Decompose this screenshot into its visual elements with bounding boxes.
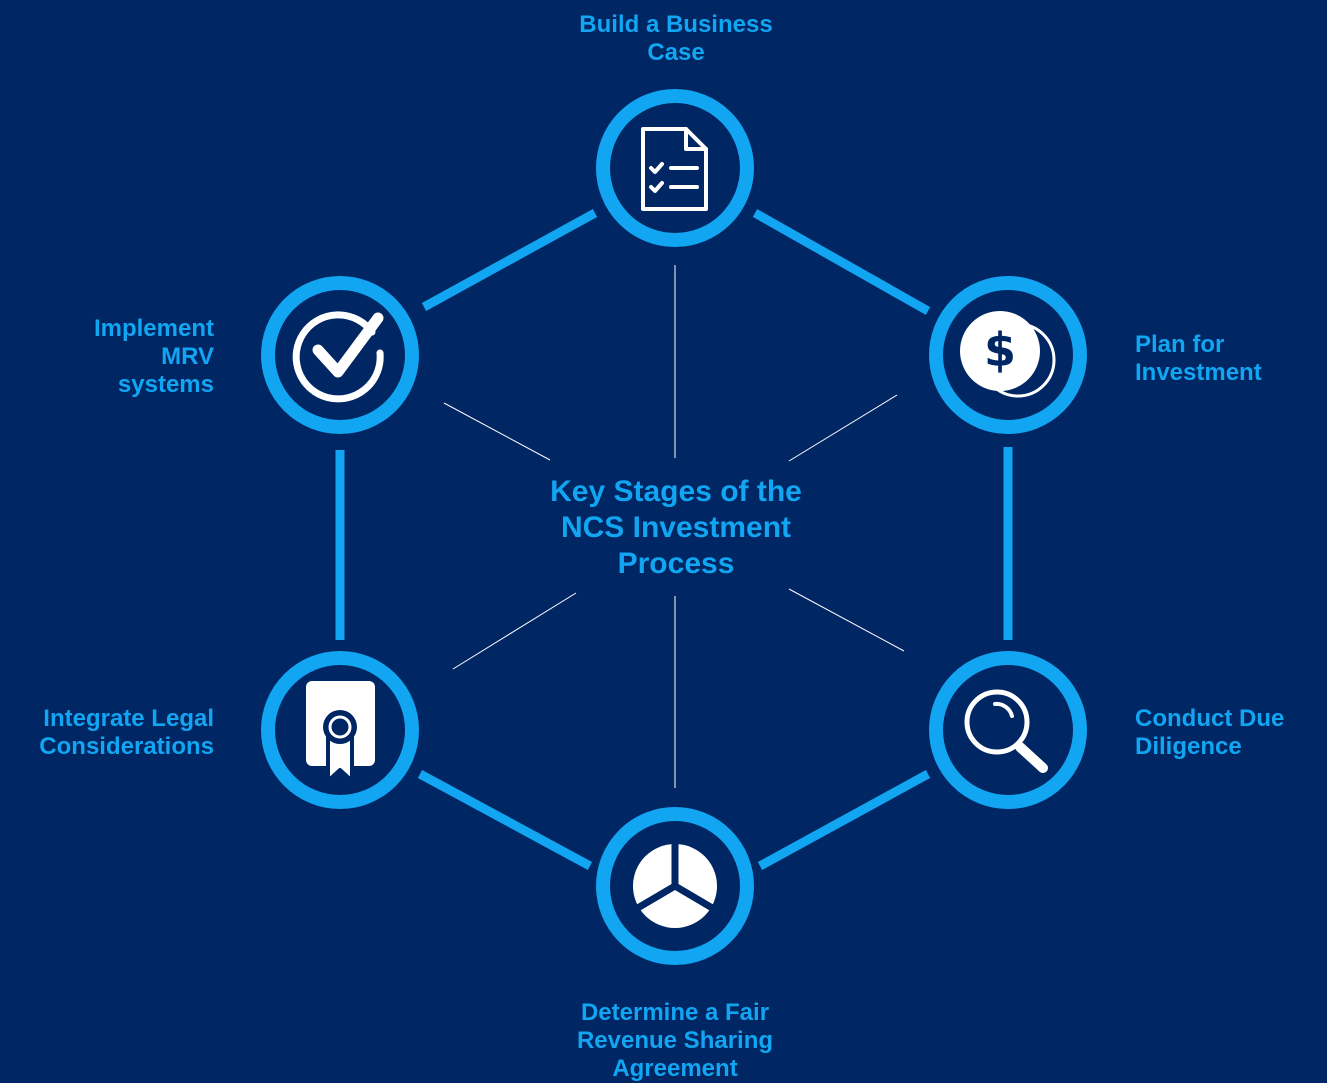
node-ring-business-case <box>596 89 754 247</box>
magnifying-glass-icon <box>964 689 1048 773</box>
edge-mrv-to-business-case <box>421 209 598 311</box>
stage-label-legal-considerations: Integrate Legal Considerations <box>39 705 214 760</box>
certificate-ribbon-icon <box>306 681 375 783</box>
node-ring-mrv <box>261 276 419 434</box>
edge-revenue-to-legal <box>417 770 593 870</box>
edge-due-diligence-to-revenue <box>757 770 931 870</box>
svg-text:$: $ <box>984 323 1016 377</box>
spoke-upper-right <box>788 394 898 462</box>
node-ring-revenue <box>596 807 754 965</box>
stage-label-plan-for-investment: Plan for Investment <box>1135 331 1262 386</box>
node-ring-plan <box>929 276 1087 434</box>
dollar-coins-icon: $ <box>960 311 1056 398</box>
checklist-document-icon <box>641 127 708 211</box>
stage-label-build-business-case: Build a Business Case <box>579 11 773 66</box>
node-ring-due-diligence <box>929 651 1087 809</box>
stage-label-revenue-sharing: Determine a Fair Revenue Sharing Agreeme… <box>576 999 774 1082</box>
spoke-lower-right <box>788 588 905 652</box>
check-circle-icon <box>292 311 384 403</box>
stage-label-implement-mrv: Implement MRV systems <box>93 315 214 398</box>
hexagon-edges <box>335 209 1013 870</box>
pie-chart-icon <box>633 841 717 928</box>
edge-business-case-to-plan <box>752 209 931 315</box>
spoke-lower-left <box>452 592 577 670</box>
spokes <box>443 265 905 788</box>
diagram-title: Key Stages of the NCS Investment Process <box>550 475 802 580</box>
node-rings <box>261 89 1087 965</box>
node-ring-legal <box>261 651 419 809</box>
spoke-upper-left <box>443 402 551 461</box>
stage-label-conduct-due-diligence: Conduct Due Diligence <box>1135 705 1285 760</box>
